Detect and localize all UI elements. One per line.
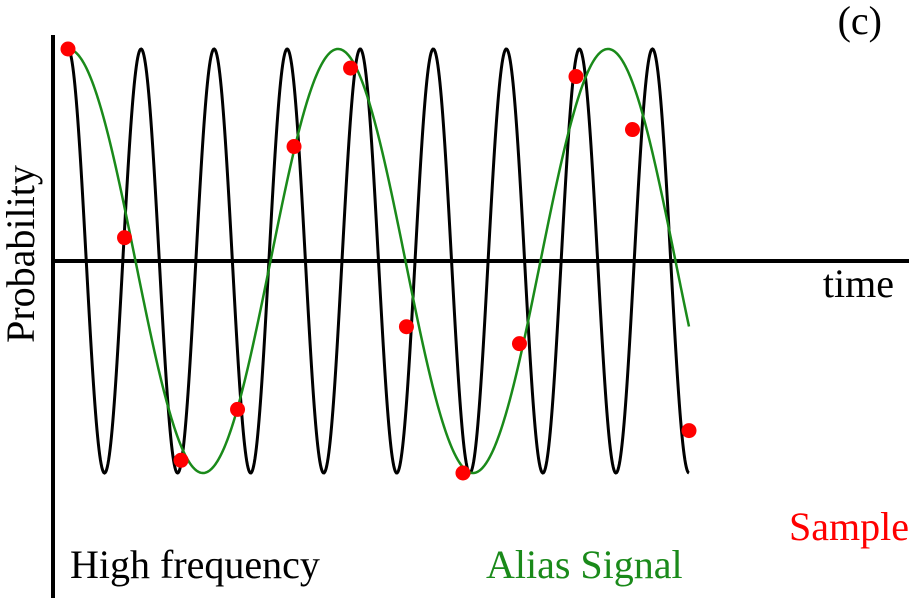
- sample-point: [455, 465, 471, 481]
- sample-point: [343, 60, 359, 76]
- sample-point: [568, 69, 584, 85]
- x-axis-label: time: [823, 261, 894, 306]
- sample-label: Sample: [789, 504, 909, 549]
- sample-point: [230, 401, 246, 417]
- sample-point: [398, 319, 414, 335]
- high-frequency-label: High frequency: [70, 542, 320, 587]
- sample-points: [60, 41, 697, 481]
- sample-point: [624, 122, 640, 138]
- alias-signal-label: Alias Signal: [486, 542, 683, 587]
- y-axis-label: Probability: [0, 165, 43, 343]
- alias-signal-curve: [67, 47, 691, 475]
- sample-point: [511, 336, 527, 352]
- sample-point: [173, 452, 189, 468]
- panel-label: (c): [838, 0, 882, 43]
- sample-point: [117, 230, 133, 246]
- sample-point: [286, 139, 302, 155]
- sample-point: [60, 41, 76, 57]
- sample-point: [681, 423, 697, 439]
